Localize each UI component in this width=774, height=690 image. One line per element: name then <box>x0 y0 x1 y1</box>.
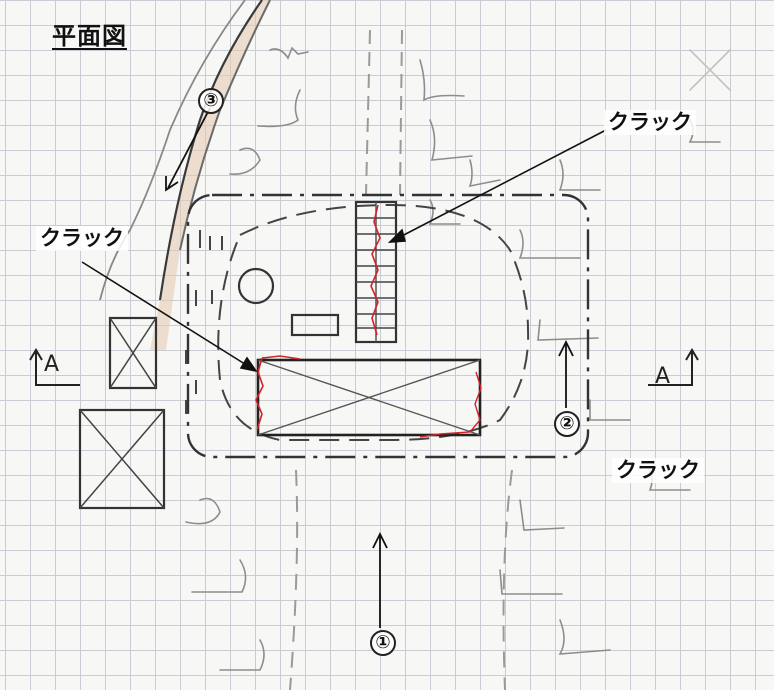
round-structure <box>237 267 275 305</box>
access-road-lower <box>289 469 513 690</box>
stair-element <box>354 200 398 344</box>
outer-perimeter <box>186 193 590 459</box>
large-box <box>256 358 482 437</box>
small-rectangle <box>290 313 340 337</box>
viewpoint-1-label: ① <box>370 630 396 656</box>
small-box-lower <box>78 408 166 510</box>
crack-label-left: クラック <box>36 226 128 251</box>
page-title: 平面図 <box>52 22 127 50</box>
small-box-upper <box>108 316 158 390</box>
section-label-right: A <box>655 364 671 389</box>
section-label-left: A <box>44 352 60 377</box>
crack-leader-arrows <box>81 129 607 373</box>
access-road-upper <box>365 29 403 196</box>
viewpoint-3-label: ③ <box>198 88 224 114</box>
crack-line-box-right <box>419 371 482 438</box>
section-mark-right <box>648 348 699 386</box>
ground-hatching <box>185 46 731 671</box>
crack-line-stair <box>370 204 381 336</box>
viewpoint-2-label: ② <box>554 411 580 437</box>
wall-ticks <box>185 230 223 414</box>
crack-label-top: クラック <box>604 110 696 135</box>
crack-line-box-left <box>255 355 301 431</box>
viewpoint-arrows <box>165 107 574 628</box>
crack-label-right: クラック <box>612 458 704 483</box>
inner-dashed-area <box>217 203 530 441</box>
section-mark-left <box>29 348 80 386</box>
